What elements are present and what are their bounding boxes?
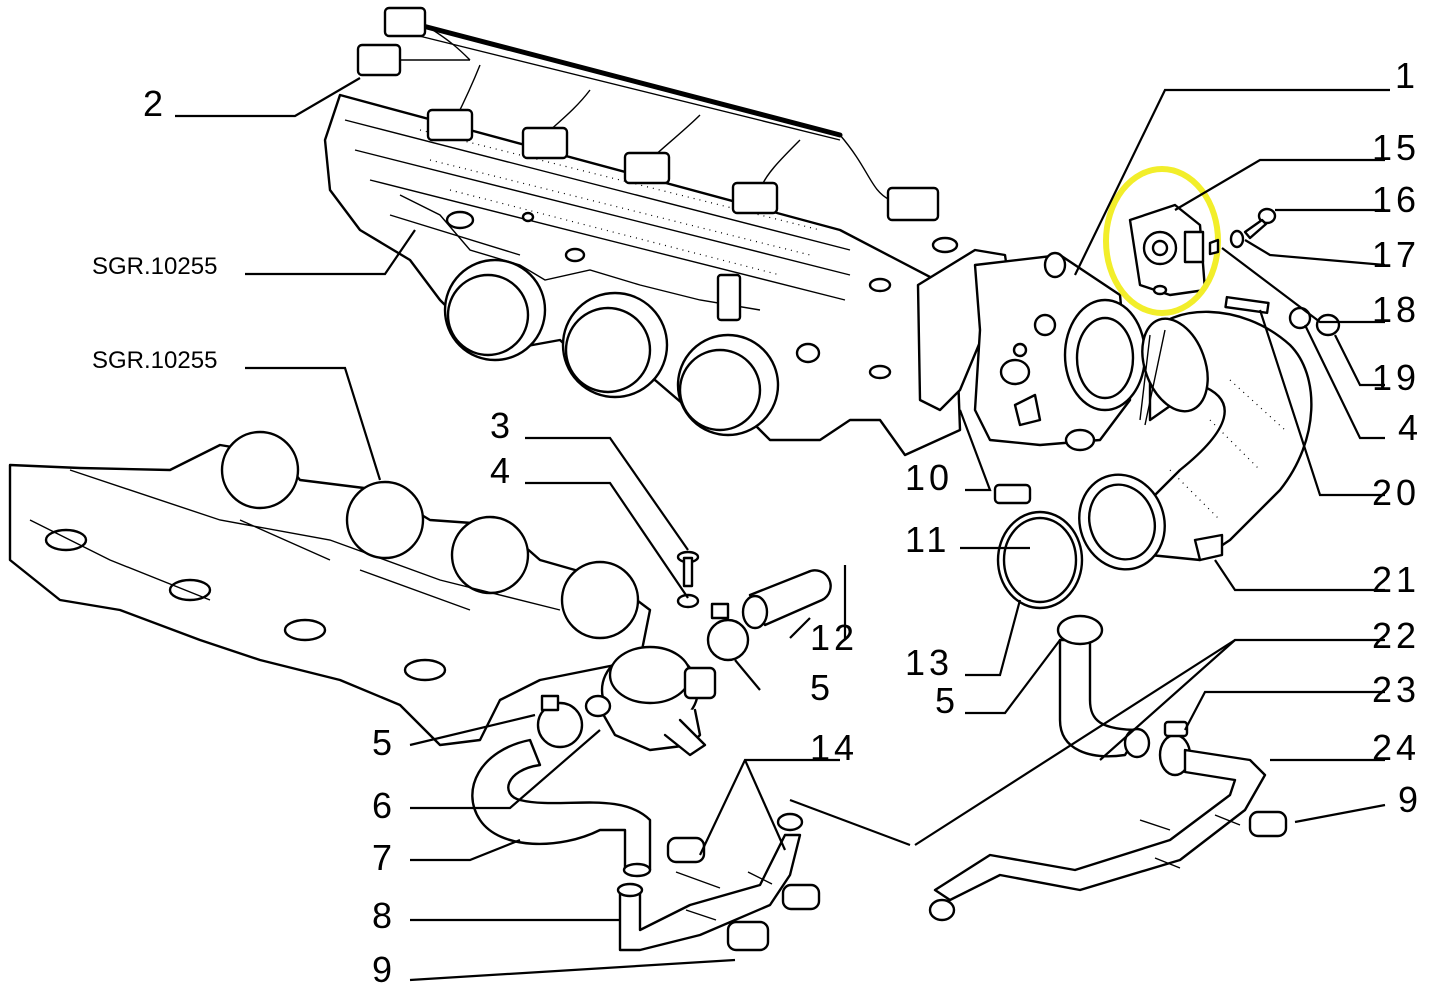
callout-16: 16 [1372,179,1420,220]
callout-18: 18 [1372,289,1420,330]
washer-17 [1229,229,1245,249]
callout-10: 10 [905,457,953,498]
upper-intake-manifold [323,93,962,457]
washer-4-left [676,593,700,609]
callout-9-right: 9 [1398,779,1422,820]
throttle-body [916,248,1147,452]
air-intake-duct [1078,310,1313,571]
callout-14: 14 [810,727,858,768]
pipe-24 [928,748,1288,922]
callout-24: 24 [1372,727,1420,768]
reference-code-lower: SGR.10255 [92,347,217,374]
callout-23: 23 [1372,669,1420,710]
pipe-8-14 [616,812,821,952]
stud-20 [1224,295,1270,315]
callout-4-left: 4 [490,450,514,491]
callout-15: 15 [1372,127,1420,168]
callout-6: 6 [372,785,396,826]
callout-4-right: 4 [1398,407,1422,448]
callout-22: 22 [1372,615,1420,656]
screw-16 [1243,207,1277,240]
nut-19 [1315,313,1341,337]
callout-21: 21 [1372,559,1420,600]
hose-clamp-5-lower-left [536,694,584,749]
callout-5-right: 5 [935,680,959,721]
callout-7: 7 [372,837,396,878]
callout-9-left: 9 [372,949,396,984]
callout-5-mid: 5 [810,667,834,708]
screw-3 [676,550,700,588]
lower-intake-manifold [8,430,652,747]
hose-clamp-11-13 [993,483,1084,610]
hose-clamp-5-upper-left [706,602,750,662]
callout-20: 20 [1372,472,1420,513]
hose-12 [741,569,832,630]
callout-11: 11 [905,519,950,560]
callout-17: 17 [1372,234,1420,275]
callout-8: 8 [372,895,396,936]
reference-code-upper: SGR.10255 [92,253,217,280]
callout-1: 1 [1395,55,1419,96]
leader-lines [175,77,1390,982]
callout-5-left: 5 [372,722,396,763]
wiring-harness [356,6,940,222]
callout-12: 12 [810,617,858,658]
auxiliary-valve [584,645,717,757]
callout-13: 13 [905,642,953,683]
callout-3: 3 [490,405,514,446]
small-part-18 [1208,238,1220,256]
callout-2: 2 [143,83,167,124]
hose-22 [1056,614,1151,759]
throttle-position-sensor [1128,203,1207,297]
bent-hose-6-7 [471,738,652,878]
callout-labels: 2 SGR.10255 SGR.10255 3 4 5 6 7 8 9 12 5… [92,55,1422,984]
callout-19: 19 [1372,357,1420,398]
